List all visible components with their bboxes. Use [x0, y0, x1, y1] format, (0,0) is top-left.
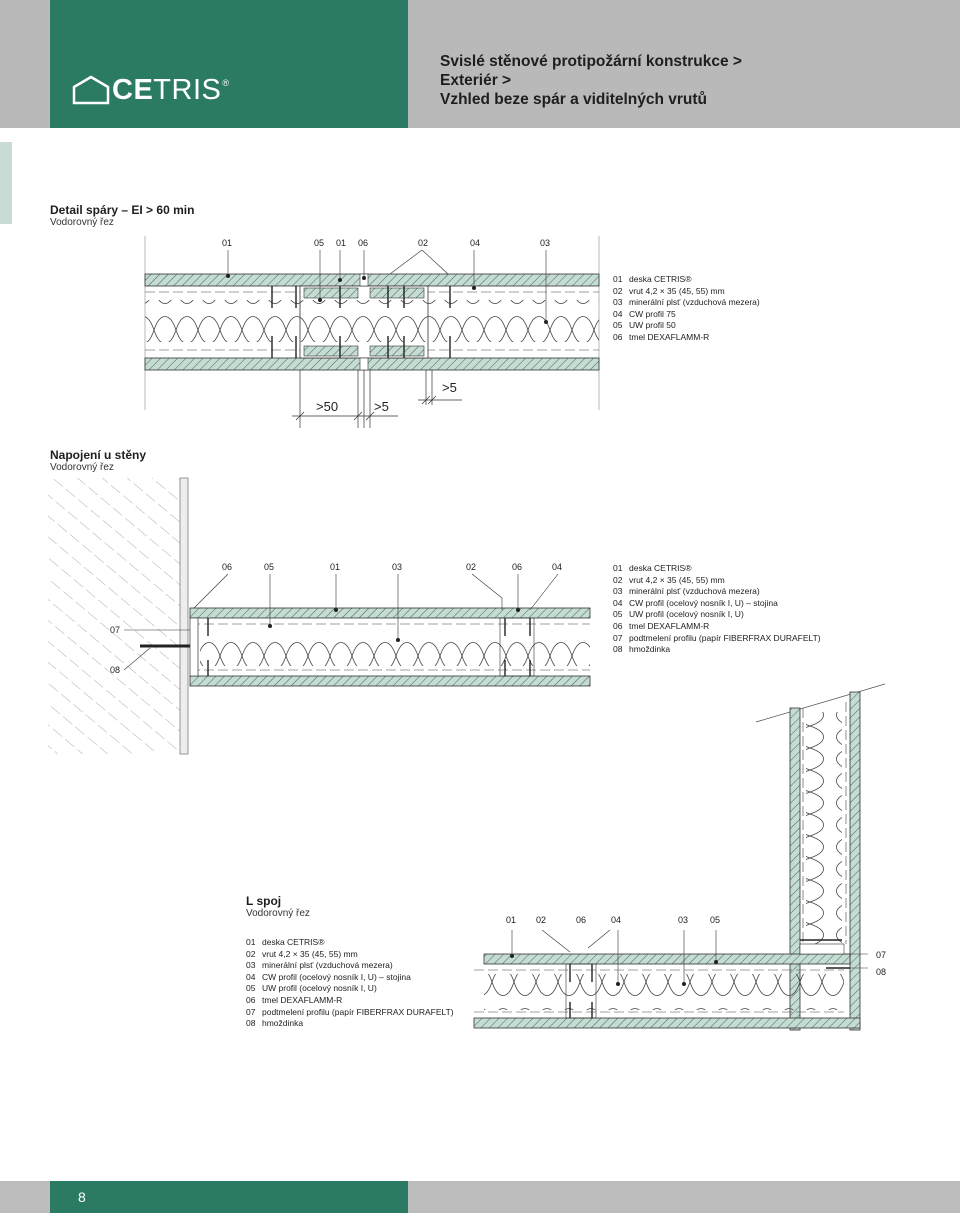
s2-label-05: 05 [264, 562, 274, 572]
s2-label-06b: 06 [512, 562, 522, 572]
logo-text: CETRIS [112, 73, 222, 106]
s2-label-03: 03 [392, 562, 402, 572]
section2-drawing: 06 05 01 03 02 06 04 07 08 [48, 477, 591, 755]
s3-label-05: 05 [710, 915, 720, 925]
page-title: Svislé stěnové protipožární konstrukce >… [440, 52, 742, 109]
s3-board-vertical-left [789, 707, 801, 1031]
s2-mineral-wool [200, 630, 590, 666]
s1-label-04: 04 [470, 238, 480, 248]
s1-dim-50: >50 [316, 399, 338, 414]
section3-title: L spoj [246, 894, 282, 908]
s1-screws [271, 286, 451, 358]
s2-board-outer [189, 607, 591, 619]
page-footer: 8 [0, 1181, 960, 1213]
s3-screws [569, 939, 850, 1018]
s2-label-04: 04 [552, 562, 562, 572]
s3-label-04: 04 [611, 915, 621, 925]
s2-label-08: 08 [110, 665, 120, 675]
s3-label-06: 06 [576, 915, 586, 925]
cetris-logo: CETRIS ® [72, 74, 229, 106]
s1-label-02: 02 [418, 238, 428, 248]
s1-board-inner [144, 357, 600, 371]
footer-green-band [50, 1181, 408, 1213]
s3-label-03: 03 [678, 915, 688, 925]
s3-label-02: 02 [536, 915, 546, 925]
section1-drawing: 01 05 01 06 02 04 03 [144, 236, 600, 428]
s3-uw-profile [799, 943, 845, 955]
title-line-2: Exteriér > [440, 72, 512, 89]
s2-label-07: 07 [110, 625, 120, 635]
s2-plaster [179, 477, 189, 755]
s3-board-outer [483, 953, 851, 965]
page-header: CETRIS ® Svislé stěnové protipožární kon… [0, 0, 960, 128]
section3-labels: 01 02 06 04 03 05 07 08 [506, 915, 886, 977]
s2-label-06a: 06 [222, 562, 232, 572]
s3-mineral-wool [484, 974, 844, 1010]
section1-subtitle: Vodorovný řez [50, 217, 114, 228]
house-icon [72, 75, 110, 105]
s1-dim-5b: >5 [442, 380, 457, 395]
s1-label-01a: 01 [222, 238, 232, 248]
title-line-3: Vzhled beze spár a viditelných vrutů [440, 91, 708, 108]
s1-board-outer [144, 273, 600, 287]
s3-label-01: 01 [506, 915, 516, 925]
s2-uw-profile [189, 617, 199, 677]
page-number: 8 [78, 1189, 86, 1205]
s2-board-inner [189, 675, 591, 687]
title-line-1: Svislé stěnové protipožární konstrukce > [440, 53, 742, 70]
s3-board-vertical-right [849, 691, 861, 1031]
s2-label-01: 01 [330, 562, 340, 572]
s2-cw-profile [499, 617, 535, 677]
s3-board-inner [473, 1017, 861, 1029]
s1-label-06: 06 [358, 238, 368, 248]
section2-title: Napojení u stěny [50, 448, 147, 462]
section3-drawing [473, 683, 886, 1031]
s2-screws [207, 618, 531, 676]
logo-registered-mark: ® [222, 78, 229, 88]
side-tab-marker [0, 142, 12, 224]
s2-masonry-wall [48, 478, 180, 754]
s3-label-07: 07 [876, 950, 886, 960]
s3-mineral-wool-vertical [806, 712, 842, 944]
s1-label-01b: 01 [336, 238, 346, 248]
s1-label-05: 05 [314, 238, 324, 248]
s2-label-02: 02 [466, 562, 476, 572]
s1-dim-5a: >5 [374, 399, 389, 414]
section1-title: Detail spáry – EI > 60 min [50, 203, 195, 217]
header-green-band [50, 0, 408, 128]
section2-subtitle: Vodorovný řez [50, 462, 114, 473]
s3-cw-profile [565, 963, 597, 1019]
s3-label-08: 08 [876, 967, 886, 977]
s1-label-03: 03 [540, 238, 550, 248]
section3-subtitle: Vodorovný řez [246, 908, 310, 919]
